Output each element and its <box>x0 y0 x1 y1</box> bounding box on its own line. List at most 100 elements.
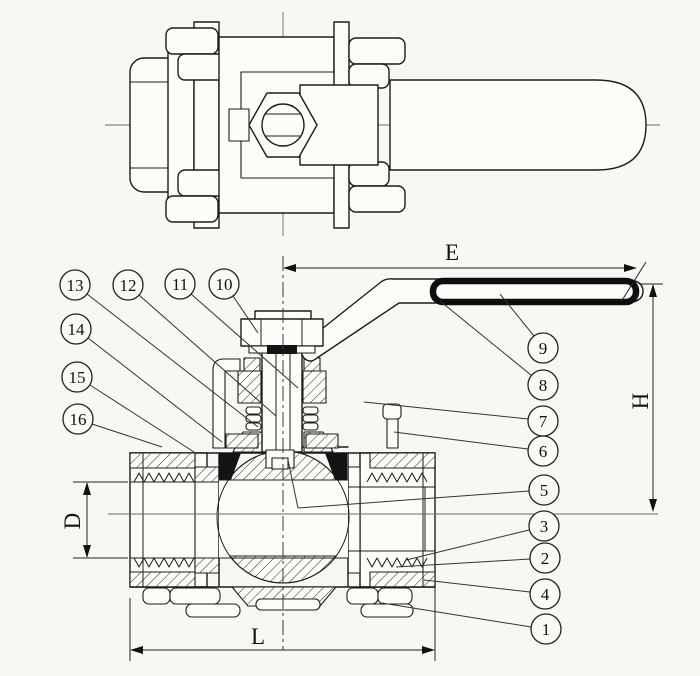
stem-ball-engagement-line <box>287 459 299 509</box>
callout-4-circle <box>529 578 561 610</box>
callout-13-label: 13 <box>67 276 84 295</box>
leader-14 <box>87 337 223 443</box>
dim-e-label: E <box>445 240 459 265</box>
right-cap-wall-hatch <box>369 452 436 469</box>
body-bolt <box>346 587 379 605</box>
callouts: 13 12 11 10 14 15 16 <box>59 268 562 645</box>
callout-13-circle <box>59 269 91 301</box>
dim-l-arrow-right <box>422 646 435 654</box>
leader-8 <box>439 300 532 376</box>
stem-nut <box>240 310 324 354</box>
belleville-spring <box>245 414 262 423</box>
right-port-thread-bottom <box>366 557 428 568</box>
packing-gland-right <box>302 370 327 404</box>
leader-11 <box>190 293 299 389</box>
dim-d-arrow-top <box>83 482 91 495</box>
callout-5: 5 <box>297 474 560 509</box>
callout-1: 1 <box>381 602 562 645</box>
callout-7-label: 7 <box>539 412 548 431</box>
callout-11: 11 <box>164 268 299 389</box>
callout-3-label: 3 <box>540 517 549 536</box>
callout-12-label: 12 <box>120 276 137 295</box>
callout-11-label: 11 <box>172 275 188 294</box>
dim-e-arrow-right <box>624 264 637 272</box>
callout-1-label: 1 <box>542 620 551 639</box>
dim-d-label: D <box>60 513 85 530</box>
body-bolt <box>185 603 241 618</box>
dim-h-arrow-bottom <box>649 499 657 512</box>
leader-12 <box>138 294 277 417</box>
leader-9 <box>499 293 535 337</box>
dim-e-extension <box>620 261 647 303</box>
left-cap-wall-hatch <box>129 452 196 469</box>
body-bolt <box>360 603 414 618</box>
bonnet-pad-left <box>225 433 259 449</box>
callout-11-circle <box>164 268 196 300</box>
callout-5-label: 5 <box>540 481 549 500</box>
stem-foot-slot <box>271 457 289 470</box>
callout-14: 14 <box>60 313 223 443</box>
section-view <box>129 277 644 618</box>
stem-washer-seal <box>267 345 297 354</box>
callout-16-label: 16 <box>70 410 87 429</box>
callout-10: 10 <box>208 268 259 334</box>
callout-7: 7 <box>363 401 559 437</box>
callout-8-label: 8 <box>539 376 548 395</box>
leader-3 <box>405 529 530 561</box>
callout-2-circle <box>529 542 561 574</box>
top-stem-key-tab <box>228 108 250 142</box>
dim-h-arrow-top <box>649 284 657 297</box>
callout-5-circle <box>528 474 560 506</box>
callout-16: 16 <box>62 403 163 448</box>
belleville-spring <box>302 406 319 415</box>
stem <box>261 351 303 453</box>
right-union-neck <box>347 466 361 574</box>
callout-8-circle <box>527 369 559 401</box>
handle-stop-bracket-left <box>212 358 241 449</box>
bonnet-pad-right <box>305 433 339 449</box>
callout-14-label: 14 <box>68 320 86 339</box>
dimensions: E H D L <box>60 240 663 661</box>
callout-9-label: 9 <box>539 339 548 358</box>
leader-16 <box>91 423 163 448</box>
callout-8: 8 <box>439 300 559 401</box>
handle-grip-sleeve <box>429 277 640 306</box>
callout-4-label: 4 <box>541 585 550 604</box>
top-stem-circle <box>261 103 305 147</box>
leader-4 <box>423 579 531 593</box>
callout-14-circle <box>60 313 92 345</box>
leader-6 <box>393 431 529 450</box>
valve-body-section <box>129 431 436 588</box>
bottom-fasteners <box>142 586 414 618</box>
dim-l-arrow-left <box>130 646 143 654</box>
top-handle <box>389 79 647 171</box>
belleville-spring <box>302 422 319 431</box>
leader-10 <box>232 295 259 334</box>
callout-15: 15 <box>61 361 195 453</box>
left-neck-hatch <box>194 557 220 574</box>
callout-12-circle <box>112 269 144 301</box>
stem-assembly <box>212 351 402 509</box>
callout-3-circle <box>528 510 560 542</box>
left-union-neck <box>194 466 220 574</box>
callout-10-label: 10 <box>216 275 233 294</box>
callout-1-circle <box>530 613 562 645</box>
callout-13: 13 <box>59 269 259 428</box>
leader-15 <box>89 384 195 453</box>
callout-16-circle <box>62 403 94 435</box>
right-port-thread-top <box>366 472 428 483</box>
leader-2 <box>395 558 531 568</box>
leader-7 <box>363 401 529 420</box>
callout-15-label: 15 <box>69 368 86 387</box>
top-bolt <box>348 37 406 65</box>
callout-10-circle <box>208 268 240 300</box>
top-bolt <box>348 185 406 213</box>
seat-seal-left <box>219 453 241 480</box>
dim-d-arrow-bottom <box>83 545 91 558</box>
dim-e-arrow-left <box>283 264 296 272</box>
handle-stop-tab-right <box>382 403 402 420</box>
left-neck-hatch <box>194 466 220 483</box>
callout-12: 12 <box>112 269 277 417</box>
